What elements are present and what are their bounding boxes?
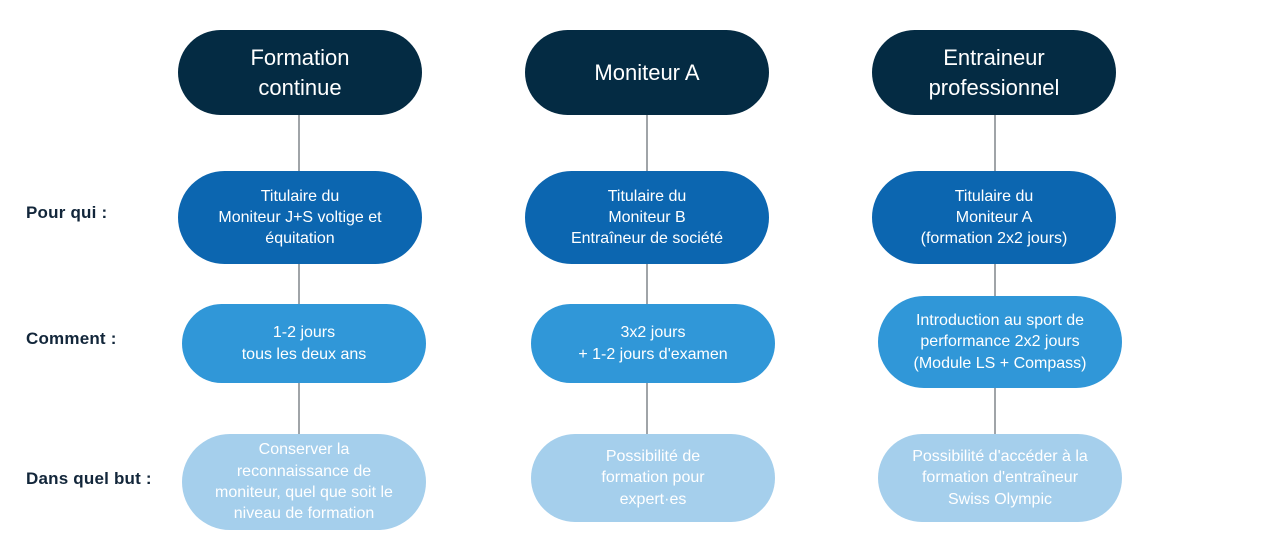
- node-col2-header-text: Moniteur A: [594, 59, 700, 85]
- node-col3-pour-qui[interactable]: Titulaire du Moniteur A (formation 2x2 j…: [872, 171, 1116, 264]
- connector-col1-comment-to-but: [298, 382, 300, 436]
- connector-col3-head-to-pourqui: [994, 110, 996, 172]
- node-col1-pour-qui-text: Titulaire du Moniteur J+S voltige et équ…: [218, 187, 382, 248]
- node-col1-header[interactable]: Formation continue: [178, 30, 422, 115]
- node-col1-comment-text: 1-2 jours tous les deux ans: [241, 324, 367, 363]
- node-col1-header-text: Formation continue: [250, 45, 350, 100]
- node-col3-pour-qui-text: Titulaire du Moniteur A (formation 2x2 j…: [920, 187, 1068, 248]
- node-col1-pour-qui[interactable]: Titulaire du Moniteur J+S voltige et équ…: [178, 171, 422, 264]
- node-col3-header-text: Entraineur professionnel: [928, 45, 1060, 100]
- node-col1-comment[interactable]: 1-2 jours tous les deux ans: [182, 304, 426, 383]
- row-label-dans-quel-but: Dans quel but :: [26, 469, 152, 488]
- node-col3-comment[interactable]: Introduction au sport de performance 2x2…: [878, 296, 1122, 388]
- node-col2-comment[interactable]: 3x2 jours + 1-2 jours d'examen: [531, 304, 775, 383]
- node-col2-comment-text: 3x2 jours + 1-2 jours d'examen: [578, 324, 728, 363]
- node-col3-dans-quel-but[interactable]: Possibilité d'accéder à la formation d'e…: [878, 434, 1122, 522]
- node-col3-comment-text: Introduction au sport de performance 2x2…: [913, 312, 1087, 372]
- node-col2-dans-quel-but[interactable]: Possibilité de formation pour expert·es: [531, 434, 775, 522]
- node-col1-dans-quel-but[interactable]: Conserver la reconnaissance de moniteur,…: [182, 434, 426, 530]
- node-col3-header[interactable]: Entraineur professionnel: [872, 30, 1116, 115]
- node-col2-dans-quel-but-text: Possibilité de formation pour expert·es: [601, 448, 705, 508]
- connector-col2-head-to-pourqui: [646, 110, 648, 172]
- connector-col2-pourqui-to-comment: [646, 262, 648, 306]
- node-col2-pour-qui-text: Titulaire du Moniteur B Entraîneur de so…: [570, 187, 724, 248]
- node-col2-header[interactable]: Moniteur A: [525, 30, 769, 115]
- connector-col1-pourqui-to-comment: [298, 262, 300, 306]
- row-label-comment: Comment :: [26, 329, 117, 348]
- row-label-pour-qui: Pour qui :: [26, 203, 108, 222]
- node-col3-dans-quel-but-text: Possibilité d'accéder à la formation d'e…: [912, 448, 1088, 508]
- connector-col1-head-to-pourqui: [298, 110, 300, 172]
- connector-col3-pourqui-to-comment: [994, 262, 996, 306]
- node-col2-pour-qui[interactable]: Titulaire du Moniteur B Entraîneur de so…: [525, 171, 769, 264]
- connector-col2-comment-to-but: [646, 382, 648, 436]
- node-col1-dans-quel-but-text: Conserver la reconnaissance de moniteur,…: [215, 441, 393, 523]
- connector-col3-comment-to-but: [994, 382, 996, 436]
